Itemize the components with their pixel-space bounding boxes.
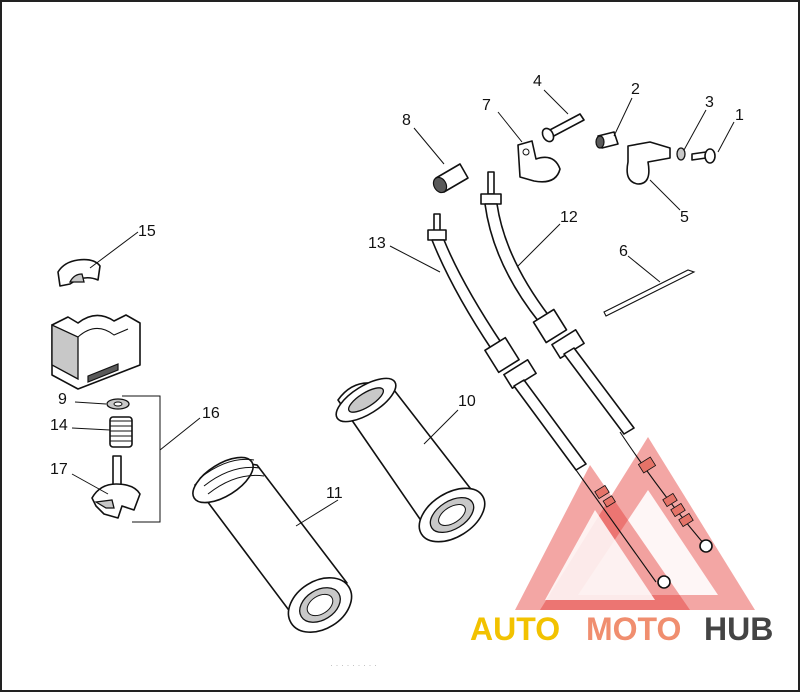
footer-caption: · · · · · · · · · xyxy=(330,660,377,670)
part-12-throttle-cable xyxy=(480,171,713,553)
watermark-hub: HUB xyxy=(704,611,773,647)
callout-2: 2 xyxy=(631,81,640,98)
callout-7: 7 xyxy=(482,97,491,114)
part-9-friction-washer xyxy=(106,398,130,410)
watermark-auto: AUTO xyxy=(470,611,560,647)
leader-lines xyxy=(71,89,735,527)
part-13-idle-cable xyxy=(427,213,671,589)
callout-9: 9 xyxy=(58,391,67,408)
part-7-cable-clip xyxy=(517,140,561,183)
callout-16: 16 xyxy=(202,405,220,422)
callout-15: 15 xyxy=(138,223,156,240)
part-14-spring xyxy=(109,416,133,448)
callout-14: 14 xyxy=(50,417,68,434)
callout-11: 11 xyxy=(326,485,343,502)
watermark-logo-icon xyxy=(515,437,755,610)
part-5-cable-clamp xyxy=(626,141,671,185)
part-17-adjuster-screw xyxy=(91,455,141,519)
part-3-washer xyxy=(676,147,686,161)
group-bracket-16 xyxy=(122,395,161,523)
part-15-clamp-cap xyxy=(57,258,101,287)
callout-1: 1 xyxy=(735,107,744,124)
part-6-retaining-wire xyxy=(603,269,696,317)
callout-4: 4 xyxy=(533,73,542,90)
callout-labels: 1 2 3 4 5 6 7 8 9 10 11 12 13 14 15 16 1… xyxy=(50,73,744,502)
callout-10: 10 xyxy=(458,393,476,410)
callout-12: 12 xyxy=(560,209,578,226)
part-4-pin xyxy=(541,113,585,143)
callout-8: 8 xyxy=(402,112,411,129)
callout-17: 17 xyxy=(50,461,68,478)
callout-13: 13 xyxy=(368,235,386,252)
part-11-throttle-grip xyxy=(192,456,353,633)
part-16-throttle-housing xyxy=(51,314,141,390)
watermark-moto: MOTO xyxy=(586,611,681,647)
part-1-screw xyxy=(691,148,716,164)
callout-6: 6 xyxy=(619,243,628,260)
watermark-wordmark: AUTO MOTO HUB xyxy=(470,611,773,647)
callout-5: 5 xyxy=(680,209,689,226)
part-2-spacer xyxy=(595,131,619,149)
part-10-handlebar-grip xyxy=(335,377,486,543)
part-8-cable-ferrule xyxy=(432,163,469,194)
callout-3: 3 xyxy=(705,94,714,111)
